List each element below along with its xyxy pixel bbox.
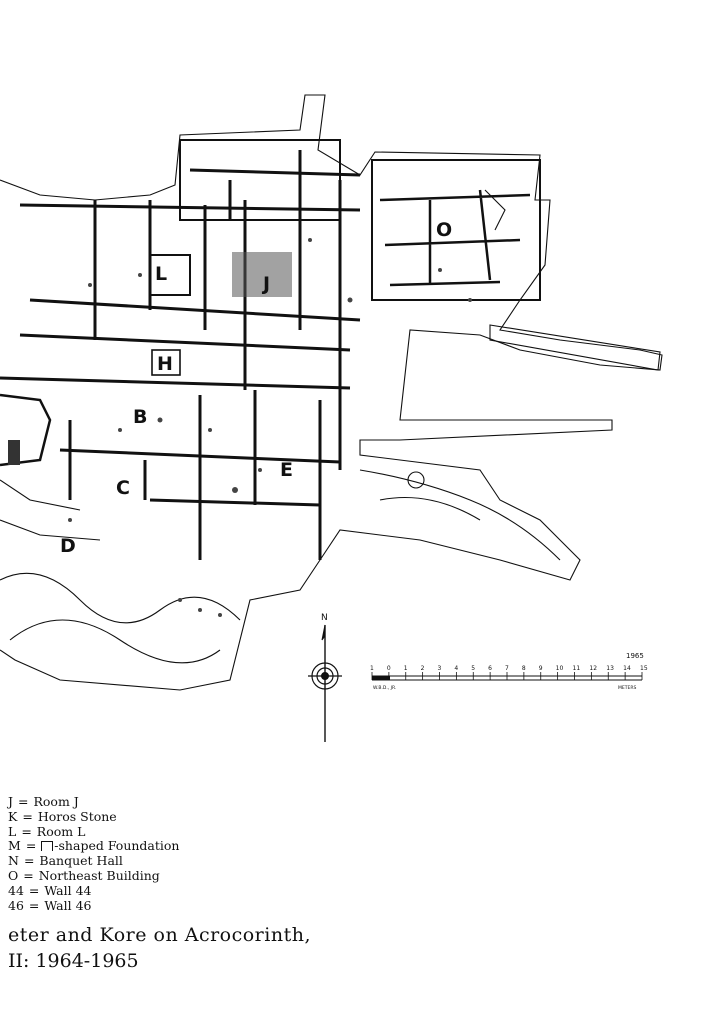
- legend-key: M: [8, 838, 21, 854]
- scale-tick-label: 10: [556, 665, 564, 672]
- scale-tick-label: 15: [640, 665, 648, 672]
- excavation-outline: [0, 94, 663, 691]
- scale-tick-label: 2: [421, 665, 425, 672]
- year-label: 1965: [626, 652, 644, 660]
- legend-text: Banquet Hall: [39, 853, 123, 869]
- scale-tick-label: 14: [623, 665, 631, 672]
- pi-shaped-foundation-icon: [41, 841, 54, 852]
- scale-unit-label: METERS: [618, 685, 636, 691]
- legend-equals: =: [18, 794, 29, 809]
- legend-key: N: [8, 853, 19, 869]
- scale-tick-label: 5: [471, 665, 475, 672]
- legend-item: 46=Wall 46: [8, 897, 179, 914]
- scale-tick-label: 1: [404, 665, 408, 672]
- legend-text: Wall 44: [44, 882, 92, 898]
- title-line-2: II: 1964-1965: [8, 950, 139, 972]
- draftsman-label: W.B.D., JR.: [373, 685, 396, 691]
- scale-tick-label: 0: [387, 665, 391, 672]
- room-label-c: C: [116, 477, 130, 499]
- legend-key: 44: [8, 882, 24, 898]
- title-line-1: eter and Kore on Acrocorinth,: [8, 924, 311, 946]
- legend-item: M= -shaped Foundation: [8, 838, 180, 854]
- legend-equals: =: [21, 823, 32, 839]
- legend-key: K: [8, 808, 18, 824]
- room-label-d: D: [60, 535, 76, 557]
- legend-equals: =: [22, 808, 33, 824]
- legend-text: Northeast Building: [38, 867, 160, 883]
- legend-key: J: [8, 794, 14, 809]
- legend-key: 46: [8, 897, 24, 913]
- scale-tick-label: 12: [589, 665, 597, 672]
- east-wall-strip: [489, 324, 661, 371]
- northeast-building: [371, 159, 541, 301]
- legend-text: Horos Stone: [37, 808, 117, 824]
- scale-tick-label: 9: [539, 665, 543, 672]
- legend-text: Room J: [33, 794, 79, 809]
- scale-tick-label: 13: [606, 665, 614, 672]
- legend-item: O=Northeast Building: [8, 867, 179, 884]
- room-label-o: O: [436, 219, 452, 241]
- scale-tick-label: 6: [488, 665, 492, 672]
- room-j-shading: [232, 252, 292, 297]
- legend-key: O: [8, 867, 19, 883]
- scale-tick-label: 1: [370, 665, 374, 672]
- legend-item: 44=Wall 44: [8, 882, 179, 899]
- legend-item: L=Room L: [8, 823, 179, 840]
- scale-tick-label: 4: [454, 665, 458, 672]
- legend-text: Room L: [36, 823, 86, 839]
- scale-tick-label: 11: [573, 665, 581, 672]
- scale-tick-label: 3: [438, 665, 442, 672]
- legend-equals: =: [28, 897, 40, 913]
- room-label-j: J: [261, 273, 270, 295]
- room-label-e: E: [280, 459, 293, 481]
- room-label-l: L: [155, 263, 167, 285]
- legend-text: -shaped Foundation: [54, 838, 180, 854]
- legend-equals: =: [25, 838, 37, 854]
- legend-equals: =: [23, 867, 34, 883]
- marker-h-box: [151, 349, 181, 376]
- legend-equals: =: [28, 882, 40, 898]
- legend-item: J = Room J: [8, 794, 179, 810]
- north-arrow: [308, 624, 342, 742]
- legend-text: Wall 46: [44, 897, 92, 913]
- room-label-b: B: [133, 406, 147, 428]
- north-label: N: [321, 613, 328, 623]
- scale-tick-label: 8: [522, 665, 526, 672]
- scale-tick-label: 7: [505, 665, 509, 672]
- legend-key: L: [8, 823, 17, 839]
- legend-equals: =: [23, 853, 35, 869]
- legend-item: N=Banquet Hall: [8, 853, 179, 869]
- room-label-h: H: [157, 353, 173, 375]
- legend-item: K=Horos Stone: [8, 808, 179, 825]
